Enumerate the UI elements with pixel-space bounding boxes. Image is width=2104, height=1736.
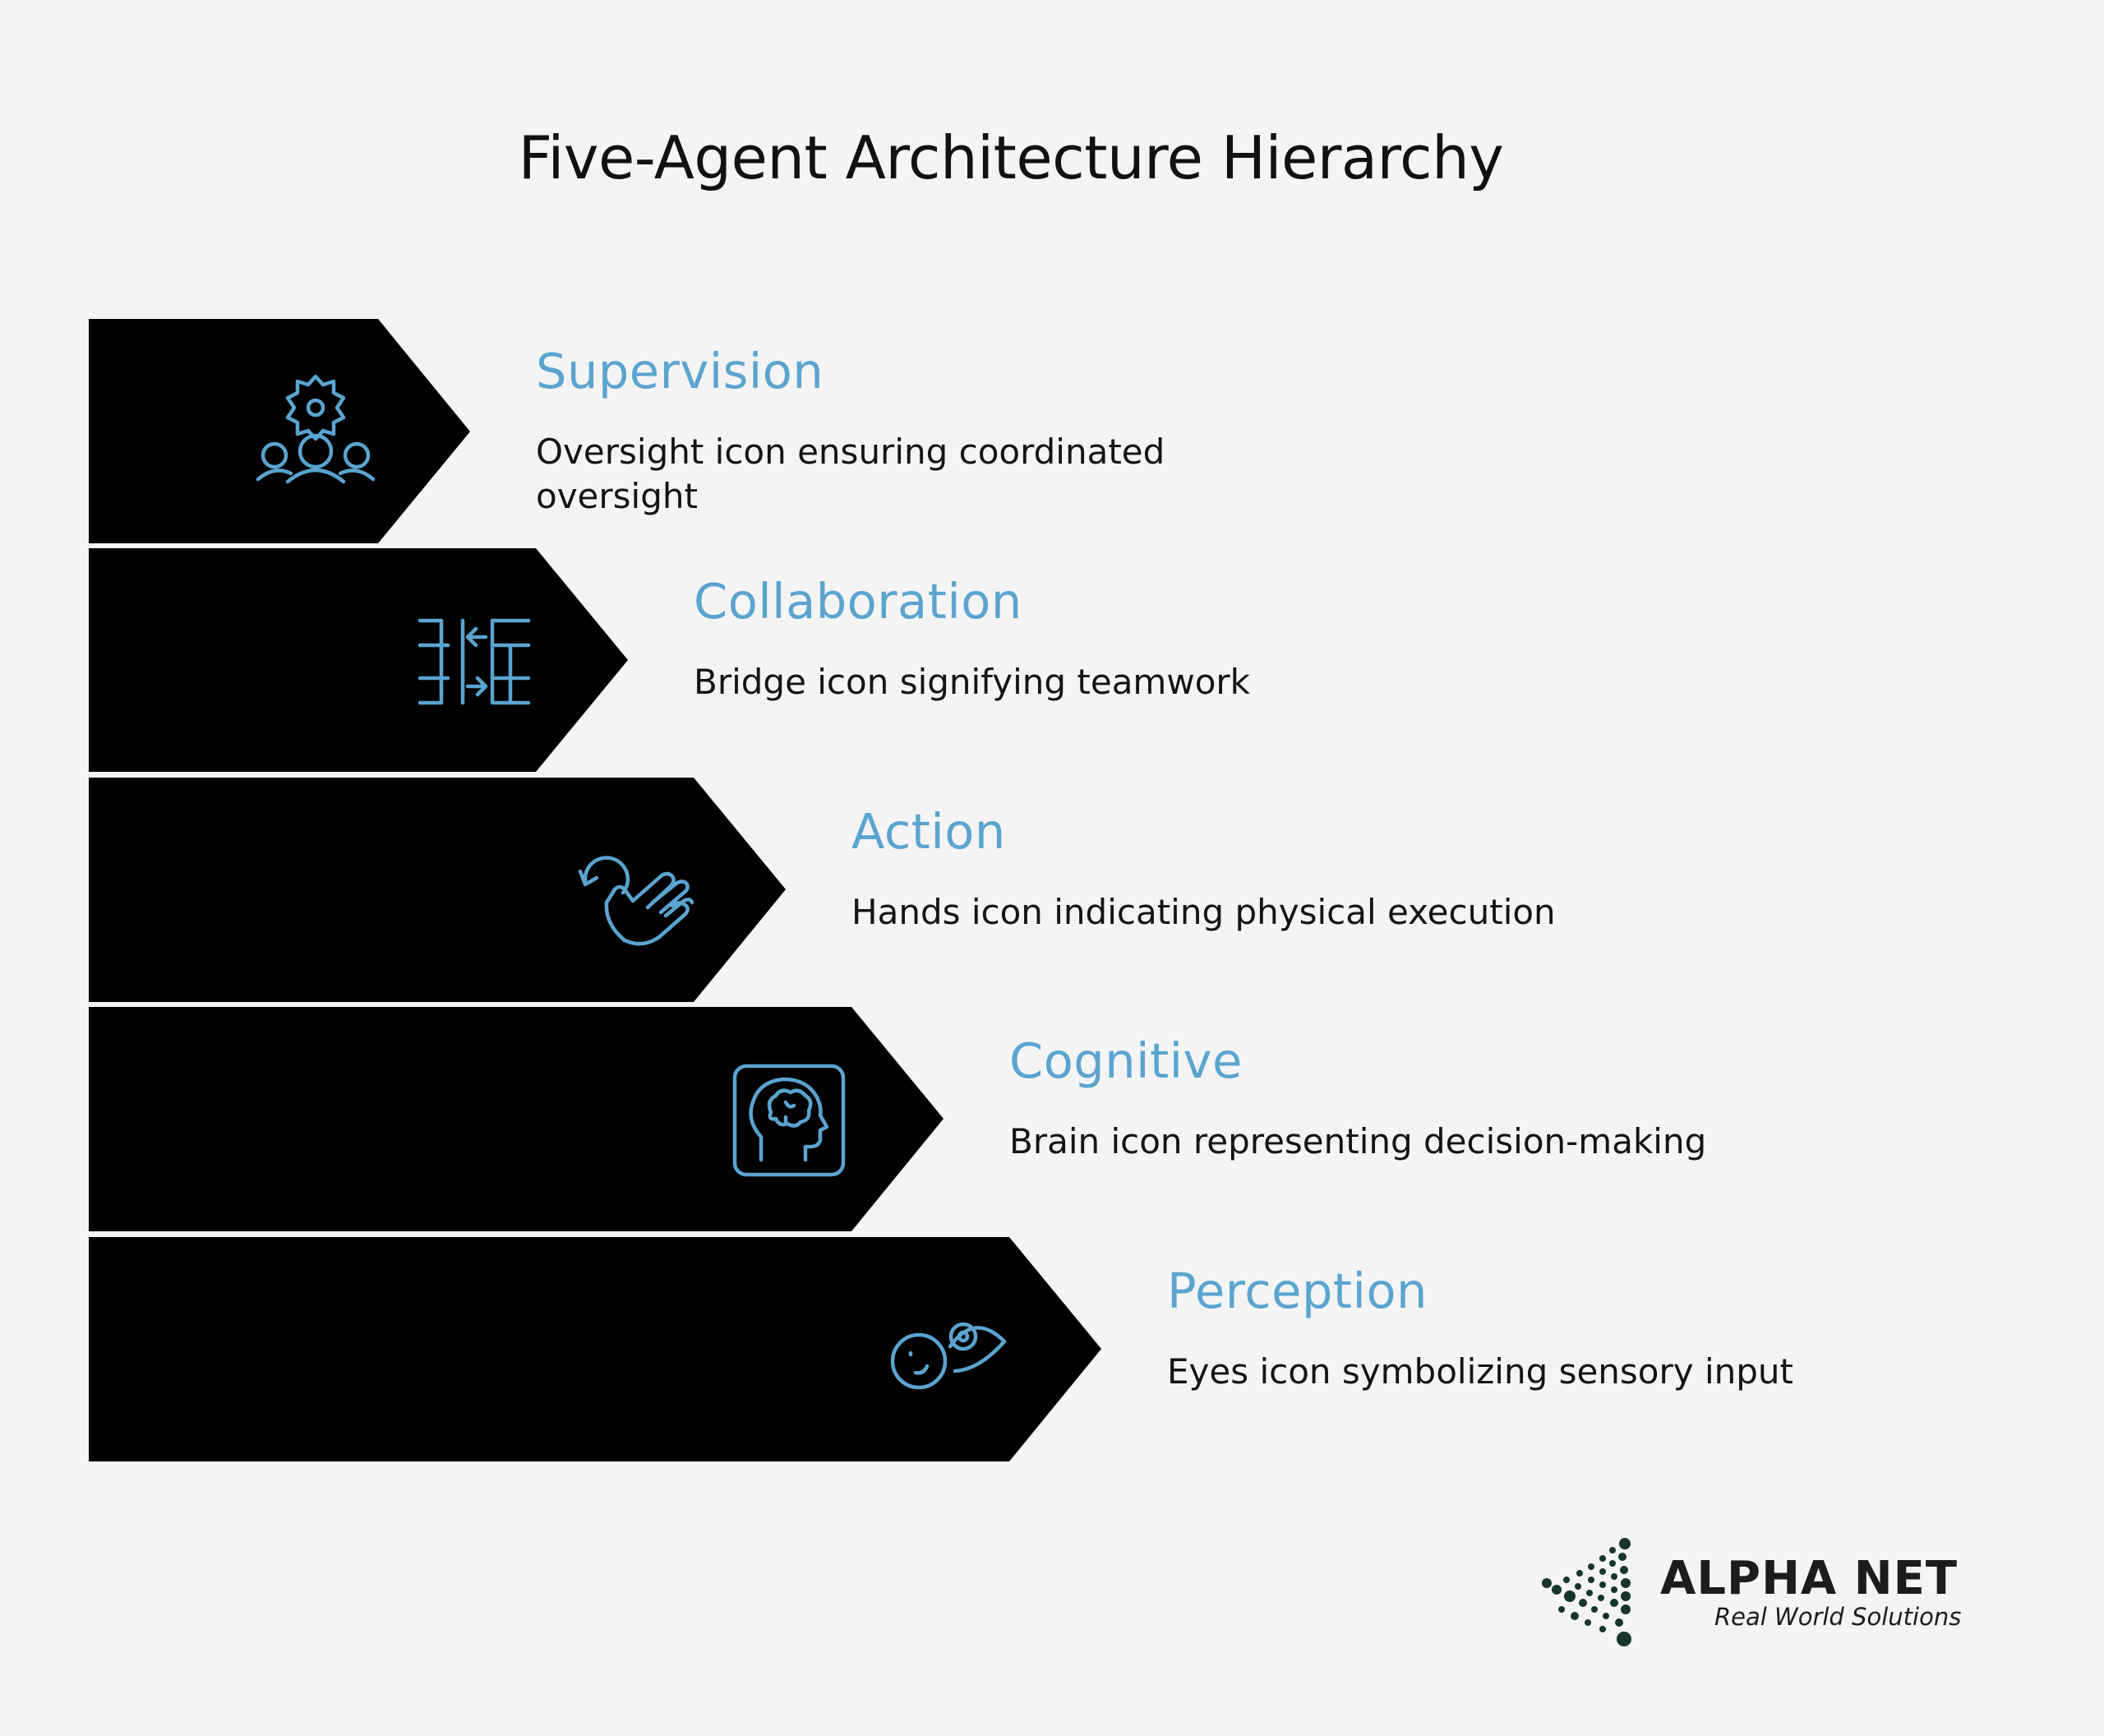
level-description: Eyes icon symbolizing sensory input <box>1167 1350 1794 1392</box>
bridge-icon <box>418 618 531 705</box>
level-title: Supervision <box>536 343 824 399</box>
brain-icon <box>732 1064 846 1177</box>
hand-icon <box>578 856 694 946</box>
brand-tagline: Real World Solutions <box>1714 1603 1962 1631</box>
arrow-supervision <box>89 319 470 543</box>
level-title: Action <box>851 803 1006 860</box>
level-collaboration: Collaboration Bridge icon signifying tea… <box>694 575 1433 704</box>
arrow-cognitive <box>89 1007 944 1231</box>
level-perception: Perception Eyes icon symbolizing sensory… <box>1167 1263 1907 1394</box>
level-description: Hands icon indicating physical execution <box>851 891 1556 932</box>
level-description: Bridge icon signifying teamwork <box>694 661 1250 702</box>
level-cognitive: Cognitive Brain icon representing decisi… <box>1009 1032 1749 1164</box>
level-title: Cognitive <box>1009 1032 1243 1089</box>
arrow-action <box>89 778 786 1002</box>
level-description: Brain icon representing decision-making <box>1009 1120 1707 1161</box>
arrow-perception <box>89 1237 1101 1461</box>
supervision-icon <box>256 374 376 484</box>
level-title: Collaboration <box>694 573 1022 630</box>
page-title: Five-Agent Architecture Hierarchy <box>518 123 1504 192</box>
dot-triangle-logo-icon <box>1542 1538 1631 1646</box>
eyes-icon <box>890 1322 1007 1390</box>
level-description: Oversight icon ensuring coordinated over… <box>536 431 1165 516</box>
level-supervision: Supervision Oversight icon ensuring coor… <box>536 343 1276 519</box>
brand-name: ALPHA NET <box>1660 1552 1959 1605</box>
level-title: Perception <box>1167 1263 1428 1319</box>
arrow-collaboration <box>89 548 628 772</box>
level-action: Action Hands icon indicating physical ex… <box>851 803 1591 935</box>
